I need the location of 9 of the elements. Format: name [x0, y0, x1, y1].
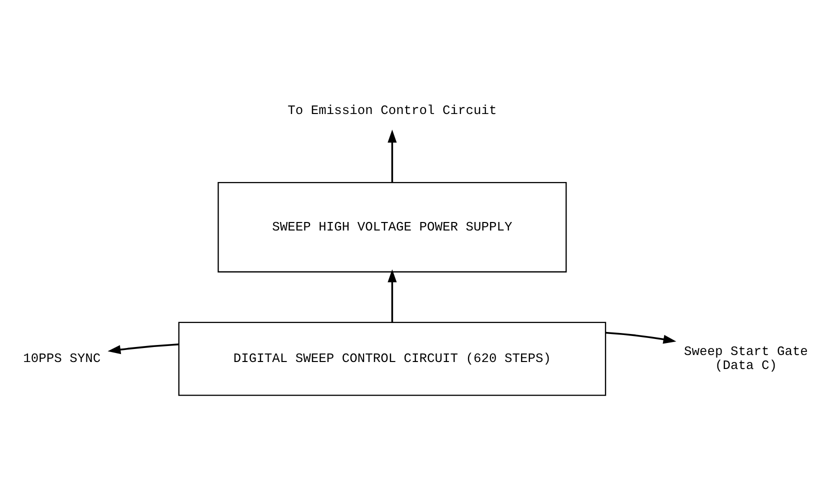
arrow [108, 342, 179, 354]
arrow [388, 268, 397, 322]
node-text: To Emission Control Circuit [288, 102, 497, 118]
node-box: DIGITAL SWEEP CONTROL CIRCUIT (620 STEPS) [178, 321, 606, 396]
arrow [388, 129, 397, 182]
node-box: SWEEP HIGH VOLTAGE POWER SUPPLY [218, 181, 567, 272]
node-text: Sweep Start Gate (Data C) [684, 344, 808, 373]
node-text: 10PPS SYNC [23, 350, 101, 366]
arrow [606, 331, 676, 344]
